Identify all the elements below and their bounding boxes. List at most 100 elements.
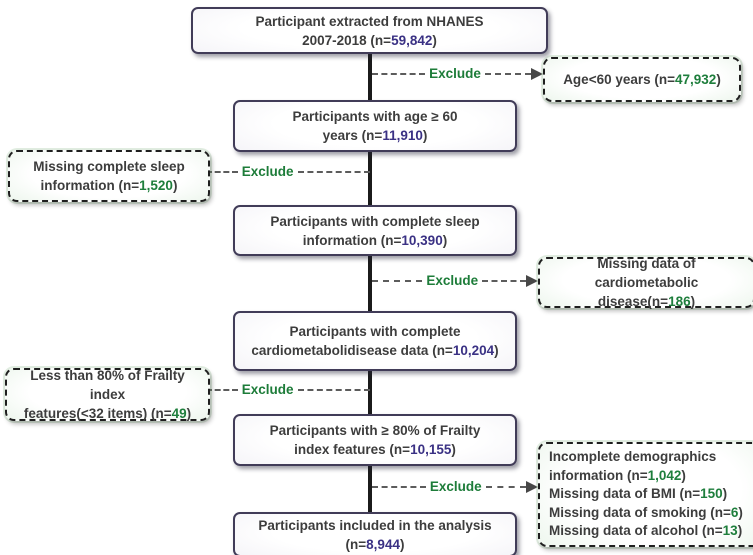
count-value: 11,910 <box>382 128 423 143</box>
arrowhead-icon <box>526 275 538 287</box>
dashed-line <box>372 280 423 282</box>
exclusion-line: Missing data of alcohol (n=13) <box>549 522 753 541</box>
exclude-arrow-sleep: Exclude <box>206 164 370 180</box>
count-value: 8,944 <box>366 536 400 552</box>
exclude-arrow-frailty: Exclude <box>206 382 370 398</box>
box-text: Participants with complete cardiometabol… <box>235 320 515 362</box>
count-value: 150 <box>700 486 723 502</box>
dashed-line <box>372 73 426 75</box>
box-text: Participants with ≥ 80% of Frailty index… <box>235 419 515 461</box>
flow-box-age-60: Participants with age ≥ 60 years (n=11,9… <box>233 100 517 152</box>
box-text-line2: index features (n= <box>294 442 411 457</box>
box-text-line1: Participants with complete sleep <box>270 213 480 229</box>
box-text: Less than 80% of Frailty index features(… <box>7 364 208 425</box>
exclude-label: Exclude <box>241 382 294 397</box>
exclude-box-covariates: Incomplete demographics information (n=1… <box>538 442 753 547</box>
line-text: Missing data of BMI (n= <box>549 486 701 502</box>
box-text-line1: Participants with complete <box>289 324 461 339</box>
box-text-line2: years (n= <box>322 128 383 143</box>
box-text: Participants with age ≥ 60 years (n=11,9… <box>235 105 515 147</box>
box-text: Age<60 years (n=47,932) <box>545 68 739 91</box>
box-text-line2: disease(n= <box>597 294 669 309</box>
count-value: 1,520 <box>139 178 173 193</box>
box-text-line1: Age<60 years (n= <box>563 72 676 87</box>
box-text-close: ) <box>494 343 499 358</box>
box-text-line1: Participants included in the analysis <box>258 517 492 533</box>
box-text-close: ) <box>716 72 721 87</box>
dashed-line <box>484 73 531 75</box>
arrowhead-icon <box>526 481 538 493</box>
box-text-line2: cardiometabolidisease data (n= <box>251 343 453 358</box>
box-text: Missing data of cardiometabolic disease(… <box>540 252 753 313</box>
exclusion-line: Missing data of BMI (n=150) <box>549 485 753 504</box>
box-text: Missing complete sleep information (n=1,… <box>10 155 208 197</box>
exclude-label: Exclude <box>426 273 479 288</box>
dashed-line <box>206 389 238 391</box>
exclusion-line: Missing data of smoking (n=6) <box>549 504 753 523</box>
dashed-line <box>206 171 238 173</box>
flow-box-cardio-complete: Participants with complete cardiometabol… <box>233 311 517 371</box>
exclude-label: Exclude <box>429 66 481 81</box>
vertical-connector-line <box>368 48 372 514</box>
exclude-box-age: Age<60 years (n=47,932) <box>543 57 741 102</box>
box-text: Incomplete demographics information (n=1… <box>549 448 753 541</box>
line-text: Missing data of smoking (n= <box>549 504 731 520</box>
exclude-box-cardio: Missing data of cardiometabolic disease(… <box>538 256 753 309</box>
box-text-line1: Participants with age ≥ 60 <box>292 109 458 124</box>
box-text-line1: Missing complete sleep <box>33 159 185 174</box>
box-text-line1: Participants with ≥ 80% of Frailty <box>269 423 481 438</box>
box-text-close: ) <box>399 536 405 552</box>
line-text: Missing data of alcohol (n= <box>549 523 723 539</box>
box-text-close: ) <box>442 232 448 248</box>
box-text: Participants included in the analysis (n… <box>235 514 515 555</box>
count-value: 13 <box>722 523 738 539</box>
box-text-line2: 2007-2018 (n= <box>302 32 392 48</box>
dashed-line <box>297 171 370 173</box>
box-text-close: ) <box>432 32 437 48</box>
box-text-line1: Participant extracted from NHANES <box>255 13 484 29</box>
exclusion-line: Incomplete demographics information (n=1… <box>549 448 753 485</box>
count-value: 10,390 <box>401 232 443 248</box>
box-text-line2: information (n= <box>302 232 402 248</box>
line-close: ) <box>737 523 743 539</box>
count-value: 47,932 <box>675 72 717 87</box>
exclude-arrow-covariates: Exclude <box>372 479 538 495</box>
exclude-label: Exclude <box>429 479 482 494</box>
count-value: 59,842 <box>391 32 433 48</box>
box-text-close: ) <box>422 128 428 143</box>
dashed-line <box>297 389 370 391</box>
flow-box-nhanes-total: Participant extracted from NHANES 2007-2… <box>191 7 548 54</box>
box-text-line2: features(<32 items) (n= <box>23 406 172 421</box>
box-text-close: ) <box>451 442 456 457</box>
box-text-line1: Missing data of cardiometabolic <box>594 256 699 290</box>
exclude-box-frailty: Less than 80% of Frailty index features(… <box>5 368 210 421</box>
box-text-line1: Less than 80% of Frailty index <box>30 368 185 402</box>
count-value: 49 <box>171 406 187 421</box>
line-text: Incomplete demographics information (n= <box>549 449 717 483</box>
box-text-close: ) <box>690 294 696 309</box>
box-text: Participant extracted from NHANES 2007-2… <box>193 10 546 52</box>
exclude-label: Exclude <box>241 164 294 179</box>
exclude-arrow-cardio: Exclude <box>372 273 538 289</box>
count-value: 1,042 <box>647 467 682 483</box>
count-value: 6 <box>730 504 739 520</box>
arrowhead-icon <box>531 68 543 80</box>
box-text-line2: (n= <box>345 536 367 552</box>
line-close: ) <box>738 504 743 520</box>
box-text-line2: information (n= <box>40 178 140 193</box>
flow-box-final-analysis: Participants included in the analysis (n… <box>233 512 517 555</box>
exclude-arrow-age: Exclude <box>372 66 543 82</box>
flow-box-frailty-80: Participants with ≥ 80% of Frailty index… <box>233 414 517 466</box>
box-text-close: ) <box>186 406 192 421</box>
count-value: 10,204 <box>452 343 495 358</box>
flow-box-sleep-complete: Participants with complete sleep informa… <box>233 205 517 256</box>
count-value: 10,155 <box>410 442 452 457</box>
line-close: ) <box>722 486 728 502</box>
dashed-line <box>482 280 526 282</box>
dashed-line <box>485 486 526 488</box>
exclude-box-sleep: Missing complete sleep information (n=1,… <box>8 150 210 202</box>
count-value: 186 <box>668 294 691 309</box>
box-text-close: ) <box>172 178 178 193</box>
box-text: Participants with complete sleep informa… <box>235 210 515 252</box>
